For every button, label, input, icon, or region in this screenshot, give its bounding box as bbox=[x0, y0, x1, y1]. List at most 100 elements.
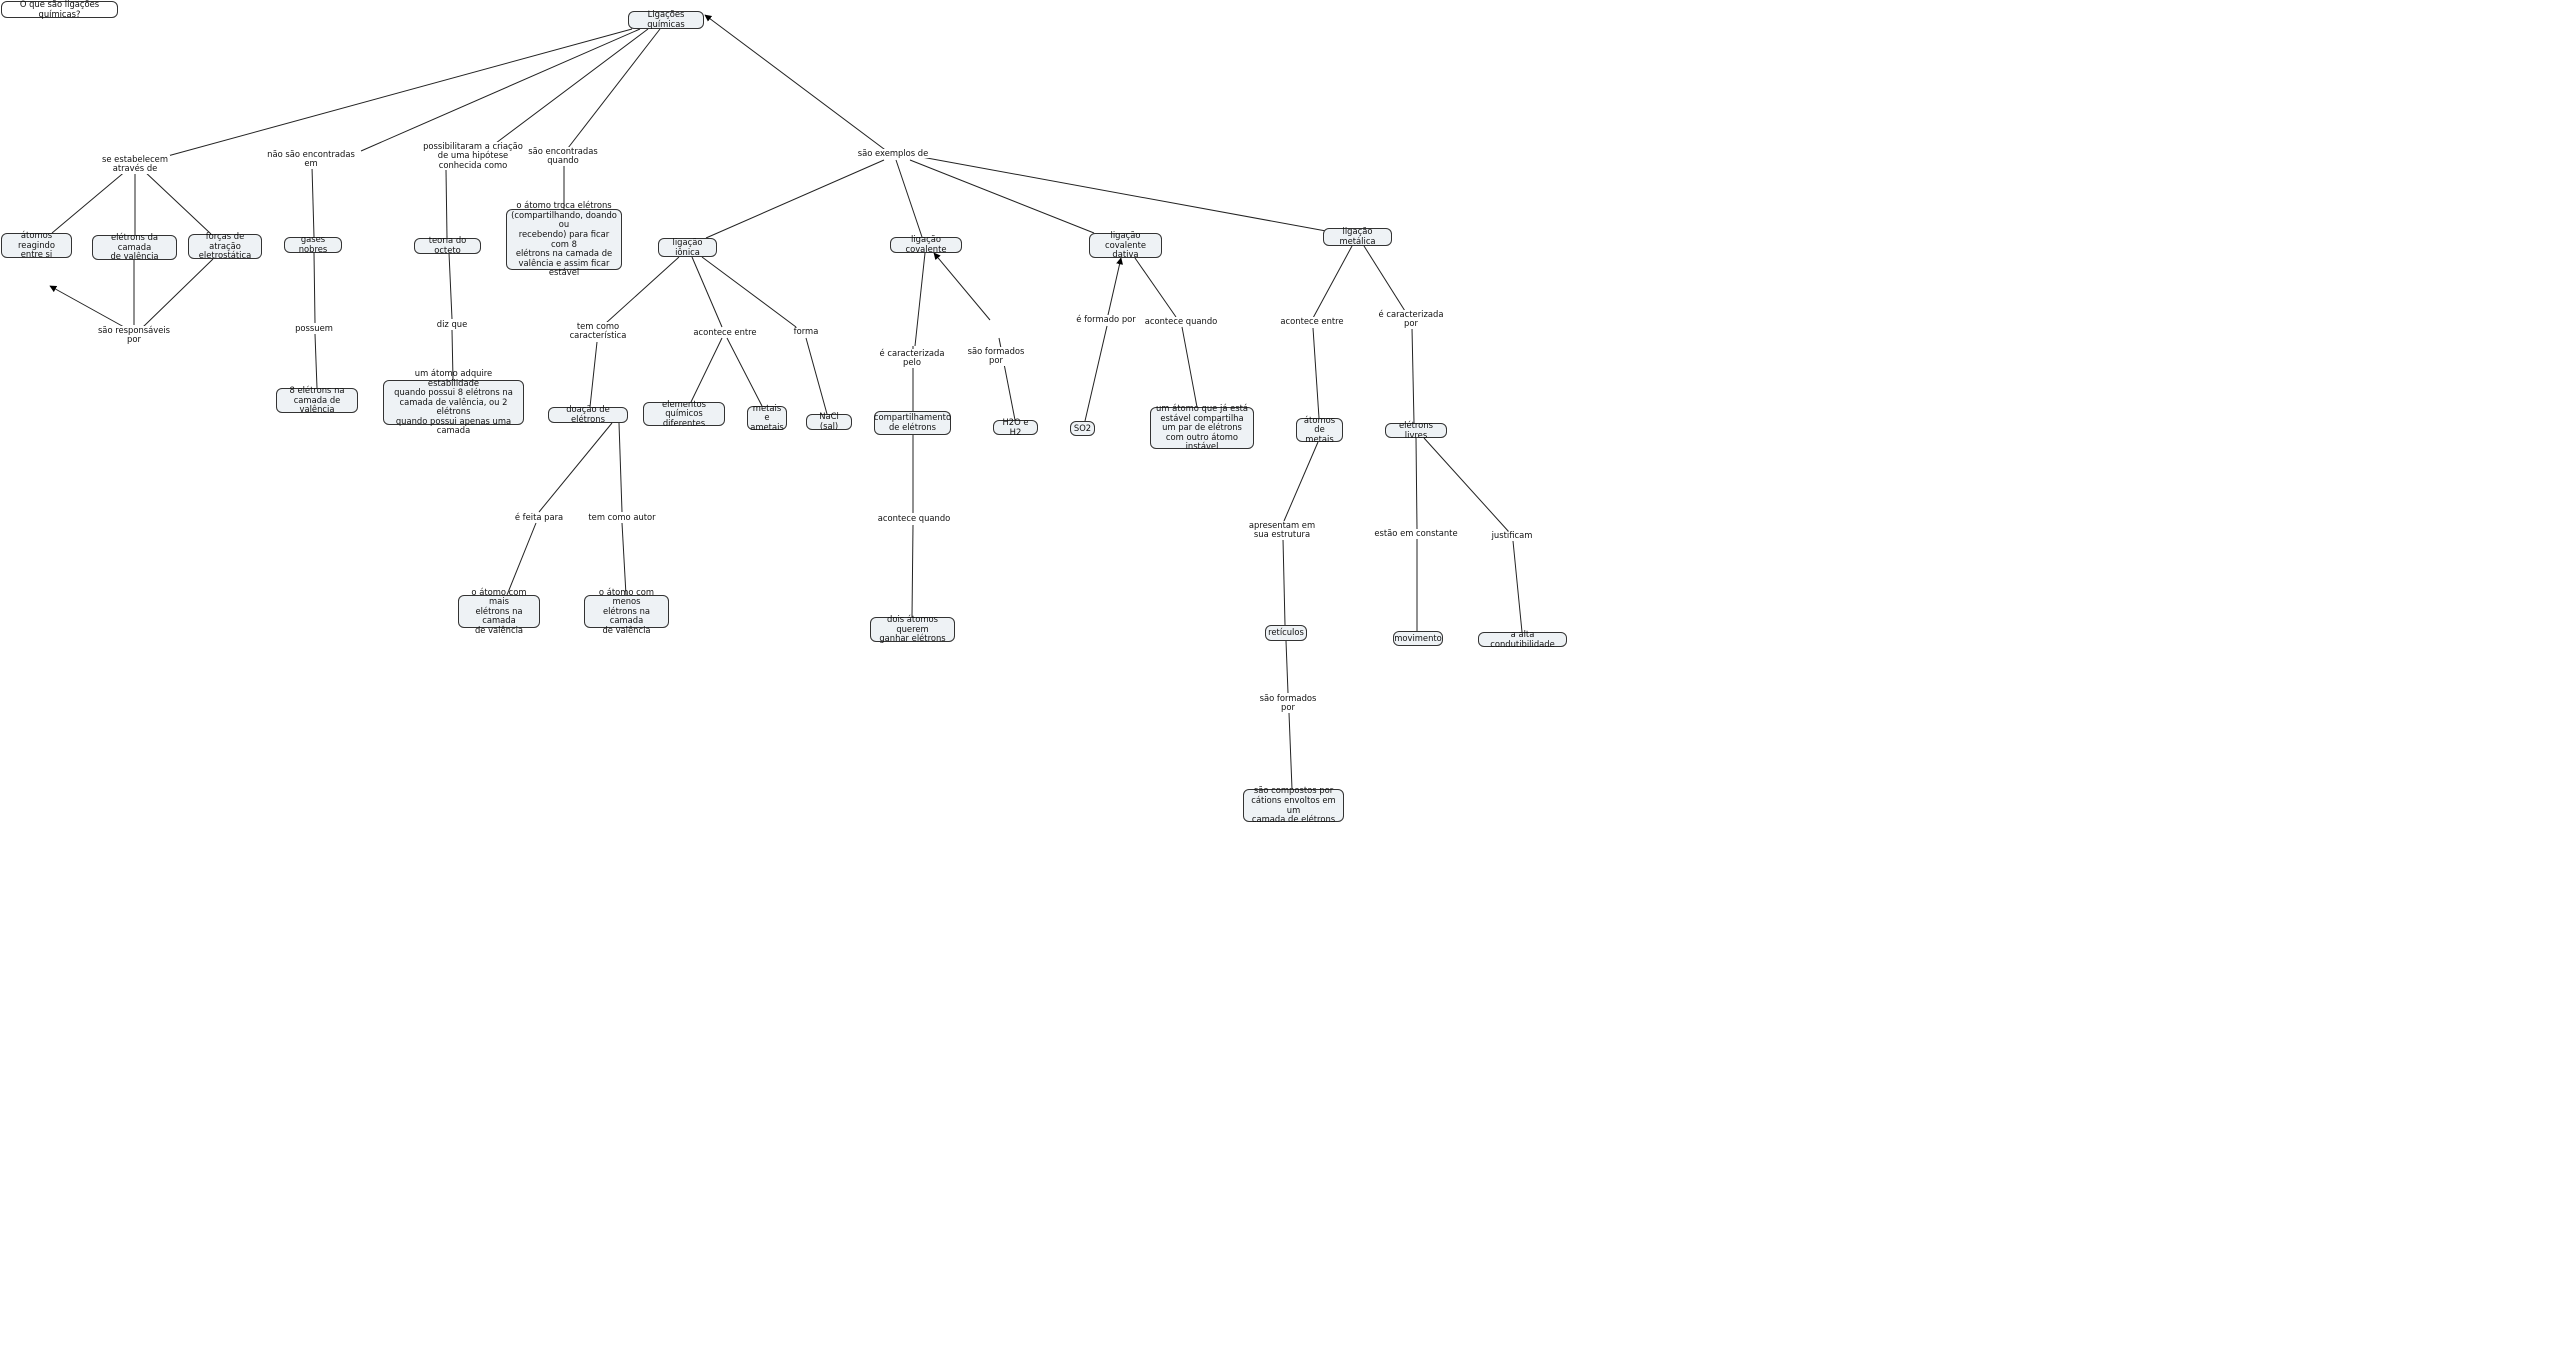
connector-line bbox=[163, 28, 633, 158]
concept-reticulos[interactable]: retículos bbox=[1265, 625, 1307, 641]
concept-doacao-eletrons[interactable]: doação de elétrons bbox=[548, 405, 628, 424]
concept-compartilhamento[interactable]: compartilhamento de elétrons bbox=[874, 411, 951, 435]
connector-line bbox=[311, 166, 315, 238]
connector-line bbox=[142, 169, 212, 235]
link-se-estabelecem[interactable]: se estabelecem através de bbox=[100, 154, 170, 174]
concept-atomo-estavel[interactable]: um átomo que já está estável compartilha… bbox=[1150, 403, 1254, 451]
connector-line bbox=[895, 159, 923, 238]
concept-h2o-h2[interactable]: H2O e H2 bbox=[993, 417, 1038, 436]
connector-line bbox=[621, 522, 627, 596]
concept-eletrons-valencia[interactable]: elétrons da camada de valência bbox=[92, 232, 177, 261]
connector-line bbox=[1512, 540, 1523, 633]
connector-line bbox=[445, 169, 448, 239]
concept-atomo-troca[interactable]: o átomo troca elétrons (compartilhando, … bbox=[506, 200, 622, 277]
connector-line bbox=[1411, 327, 1415, 424]
concept-links bbox=[49, 14, 1523, 790]
concept-atomos-metais[interactable]: átomos de metais bbox=[1296, 415, 1343, 444]
connector-line bbox=[605, 256, 680, 324]
concept-metais-ametais[interactable]: metais e ametais bbox=[747, 403, 787, 432]
connector-line bbox=[314, 333, 318, 389]
concept-teoria-octeto[interactable]: teoria do octeto bbox=[414, 236, 481, 255]
connector-line bbox=[567, 28, 661, 149]
link-sao-exemplos[interactable]: são exemplos de bbox=[855, 148, 931, 159]
link-caracterizada-pelo[interactable]: é caracterizada pelo bbox=[877, 348, 947, 368]
connector-line bbox=[914, 252, 926, 347]
link-forma[interactable]: forma bbox=[791, 326, 821, 337]
connector-line bbox=[701, 256, 797, 328]
link-estao-constante[interactable]: estão em constante bbox=[1372, 528, 1460, 539]
connector-line bbox=[805, 337, 828, 415]
connector-line bbox=[49, 285, 125, 328]
concept-eletrons-livres[interactable]: elétrons livres bbox=[1385, 420, 1447, 439]
connector-line bbox=[1282, 538, 1286, 626]
connector-line bbox=[313, 252, 316, 324]
connector-line bbox=[705, 159, 885, 239]
connector-line bbox=[691, 256, 723, 328]
connector-line bbox=[448, 252, 453, 320]
link-acontece-quando-dat[interactable]: acontece quando bbox=[1142, 316, 1220, 327]
concept-ligacao-ionica[interactable]: ligação iônica bbox=[658, 237, 717, 257]
connector-line bbox=[451, 329, 454, 381]
focus-question[interactable]: O que são ligações químicas? bbox=[1, 0, 118, 18]
concept-ligacoes-quimicas[interactable]: Ligações químicas bbox=[628, 10, 704, 29]
link-possuem[interactable]: possuem bbox=[293, 323, 335, 334]
concept-gases-nobres[interactable]: gases nobres bbox=[284, 235, 342, 254]
connector-line bbox=[51, 169, 128, 234]
concept-compostos-cations[interactable]: são compostos por cátions envoltos em um… bbox=[1243, 786, 1344, 824]
link-acontece-entre-met[interactable]: acontece entre bbox=[1278, 316, 1346, 327]
concept-forcas-atracao[interactable]: forças de atração eletrostática bbox=[188, 231, 262, 260]
concept-covalente-dativa[interactable]: ligação covalente dativa bbox=[1089, 230, 1162, 259]
concept-so2[interactable]: SO2 bbox=[1070, 421, 1095, 436]
link-diz-que[interactable]: diz que bbox=[434, 319, 470, 330]
connector-line bbox=[506, 522, 537, 596]
link-sao-responsaveis[interactable]: são responsáveis por bbox=[95, 325, 173, 345]
link-acontece-entre-ionica[interactable]: acontece entre bbox=[691, 327, 759, 338]
link-caracterizada-por[interactable]: é caracterizada por bbox=[1376, 309, 1446, 329]
connector-line bbox=[1084, 325, 1108, 422]
connector-line bbox=[911, 524, 914, 618]
connector-line bbox=[491, 28, 649, 147]
connector-line bbox=[1283, 441, 1319, 522]
link-tem-caracteristica[interactable]: tem como característica bbox=[567, 321, 629, 341]
concept-alta-condutibilidade[interactable]: a alta condutibilidade bbox=[1478, 629, 1567, 648]
connector-line bbox=[1107, 257, 1124, 316]
link-tem-autor[interactable]: tem como autor bbox=[586, 512, 658, 523]
link-e-feita-para[interactable]: é feita para bbox=[512, 512, 566, 523]
link-acontece-quando-cov[interactable]: acontece quando bbox=[875, 513, 953, 524]
concept-estabilidade[interactable]: um átomo adquire estabilidade quando pos… bbox=[383, 368, 524, 435]
link-apresentam[interactable]: apresentam em sua estrutura bbox=[1246, 520, 1318, 540]
link-e-formado-por[interactable]: é formado por bbox=[1074, 314, 1138, 325]
concept-elementos-diferentes[interactable]: elementos químicos diferentes bbox=[643, 399, 725, 428]
concept-menos-eletrons[interactable]: o átomo com menos elétrons na camada de … bbox=[584, 587, 669, 635]
concept-map: O que são ligações químicas? Ligações qu… bbox=[0, 0, 1568, 826]
connector-line bbox=[1134, 257, 1177, 318]
connector-line bbox=[1312, 245, 1353, 319]
link-sao-encontradas-quando[interactable]: são encontradas quando bbox=[526, 146, 600, 166]
link-sao-formados-por-ret[interactable]: são formados por bbox=[1257, 693, 1319, 713]
connector-line bbox=[1285, 640, 1289, 694]
connector-line bbox=[690, 337, 723, 403]
concept-movimento[interactable]: movimento bbox=[1393, 631, 1443, 646]
connector-line bbox=[142, 258, 214, 328]
connector-line bbox=[1181, 326, 1198, 408]
connector-line bbox=[915, 155, 1327, 232]
concept-ligacao-covalente[interactable]: ligação covalente bbox=[890, 235, 962, 254]
connector-line bbox=[909, 159, 1095, 234]
connector-line bbox=[1312, 327, 1320, 419]
link-possibilitaram[interactable]: possibilitaram a criação de uma hipótese… bbox=[421, 141, 525, 171]
link-justificam[interactable]: justificam bbox=[1489, 530, 1535, 541]
link-nao-sao-encontradas[interactable]: não são encontradas em bbox=[265, 149, 357, 169]
connector-line bbox=[1423, 437, 1510, 533]
concept-dois-atomos[interactable]: dois átomos querem ganhar elétrons bbox=[870, 614, 955, 643]
concept-ligacao-metalica[interactable]: ligação metálica bbox=[1323, 227, 1392, 246]
concept-mais-eletrons[interactable]: o átomo com mais elétrons na camada de v… bbox=[458, 587, 540, 635]
connector-line bbox=[538, 422, 613, 513]
connector-line bbox=[1288, 712, 1293, 790]
concept-oito-eletrons[interactable]: 8 elétrons na camada de valência bbox=[276, 385, 358, 414]
concept-atomos-reagindo[interactable]: átomos reagindo entre si bbox=[1, 230, 72, 259]
connector-line bbox=[360, 28, 641, 152]
link-sao-formados-por-cov[interactable]: são formados por bbox=[965, 346, 1027, 366]
connector-line bbox=[933, 252, 991, 321]
connector-line bbox=[1363, 245, 1406, 312]
concept-nacl[interactable]: NaCl (sal) bbox=[806, 412, 852, 431]
